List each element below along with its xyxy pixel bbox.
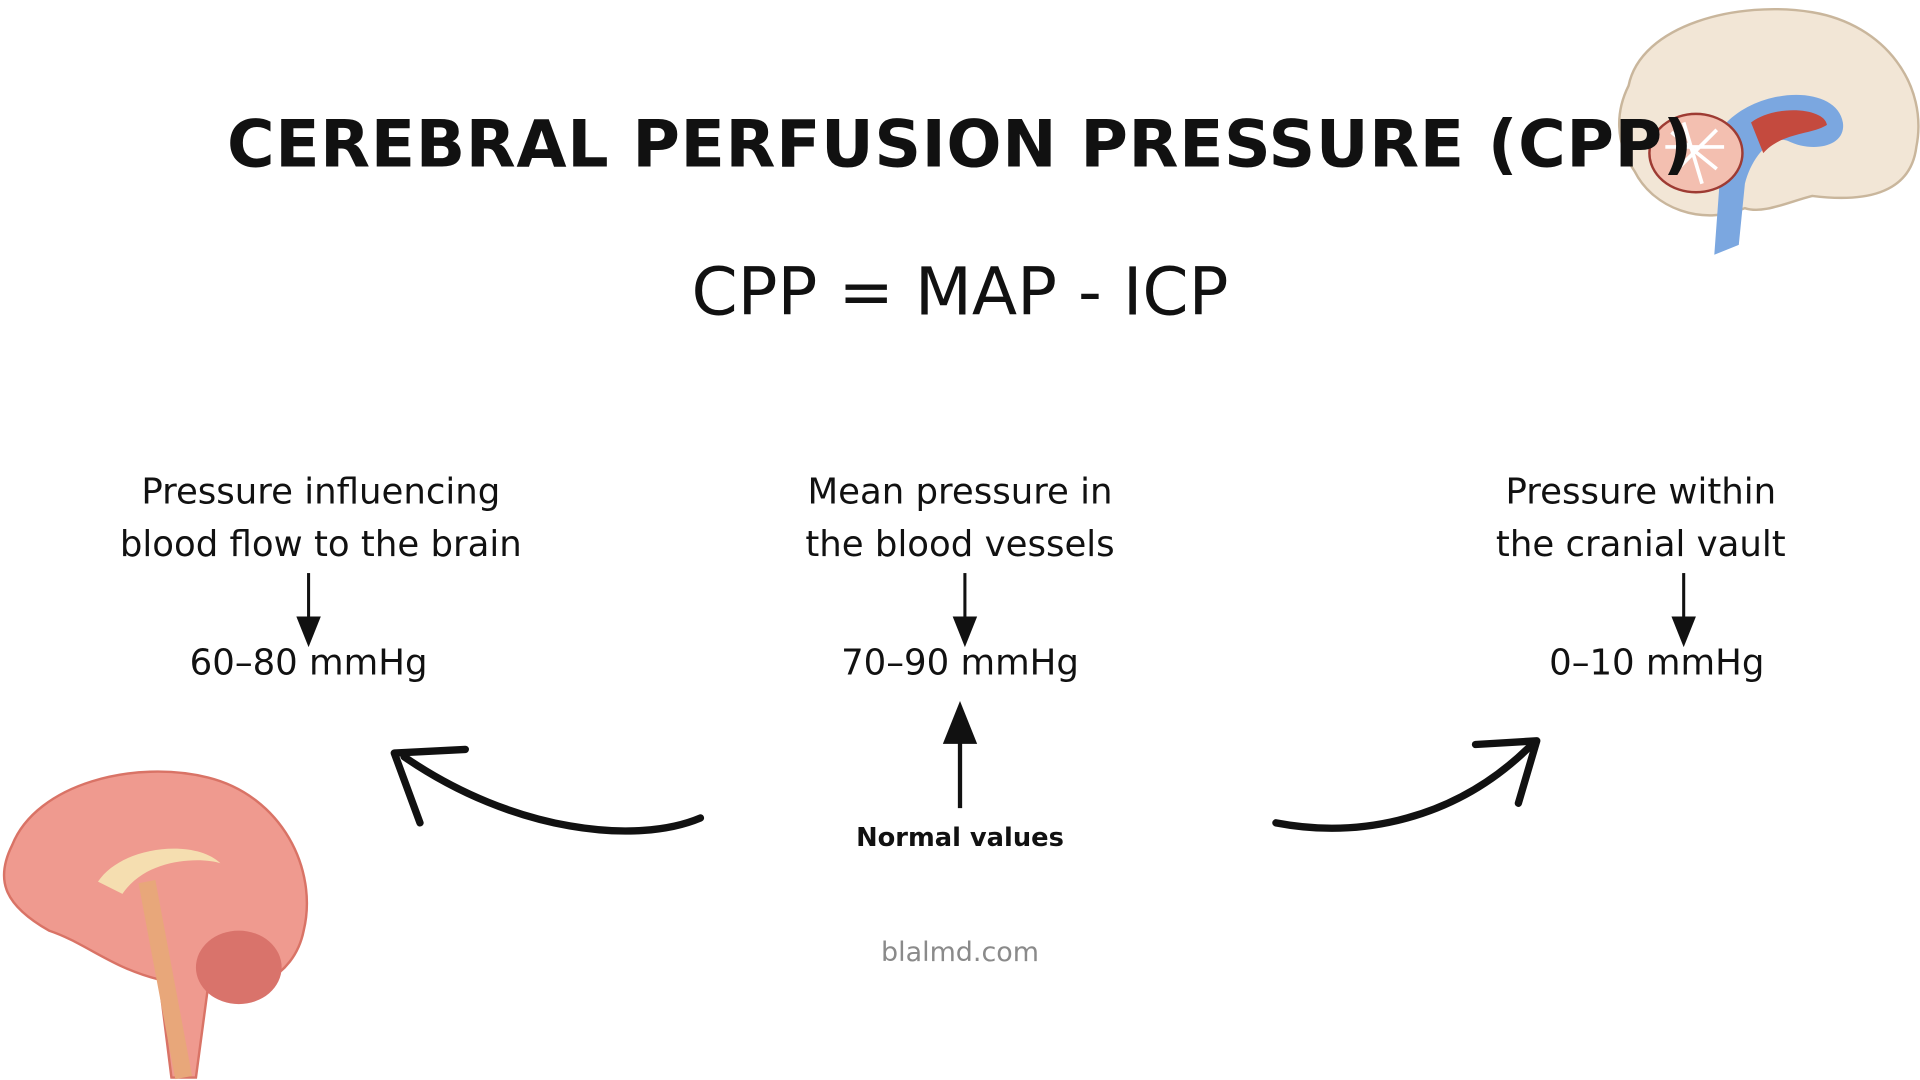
footer-site: blalmd.com — [880, 937, 1040, 969]
page-title: CEREBRAL PERFUSION PRESSURE (CPP) — [226, 107, 1694, 183]
desc-line: Pressure within — [1505, 470, 1777, 512]
cpp-description: Pressure influencing blood flow to the b… — [64, 465, 578, 570]
desc-line: blood flow to the brain — [119, 522, 522, 565]
map-description: Mean pressure in the blood vessels — [703, 465, 1217, 570]
desc-line: the cranial vault — [1495, 522, 1786, 565]
map-value: 70–90 mmHg — [841, 641, 1079, 684]
normal-values-label: Normal values — [856, 822, 1064, 853]
desc-line: the blood vessels — [805, 522, 1115, 565]
brain-top-right-illustration — [1618, 8, 1920, 255]
cpp-value: 60–80 mmHg — [189, 641, 428, 684]
brain-bottom-left-illustration — [2, 770, 309, 1080]
curved-arrow-left-icon — [390, 745, 705, 835]
curved-arrow-right-icon — [1272, 737, 1541, 832]
icp-description: Pressure within the cranial vault — [1384, 465, 1898, 570]
icp-value: 0–10 mmHg — [1549, 641, 1765, 684]
desc-line: Mean pressure in — [807, 470, 1113, 512]
formula: CPP = MAP - ICP — [691, 253, 1229, 331]
desc-line: Pressure influencing — [141, 470, 501, 512]
